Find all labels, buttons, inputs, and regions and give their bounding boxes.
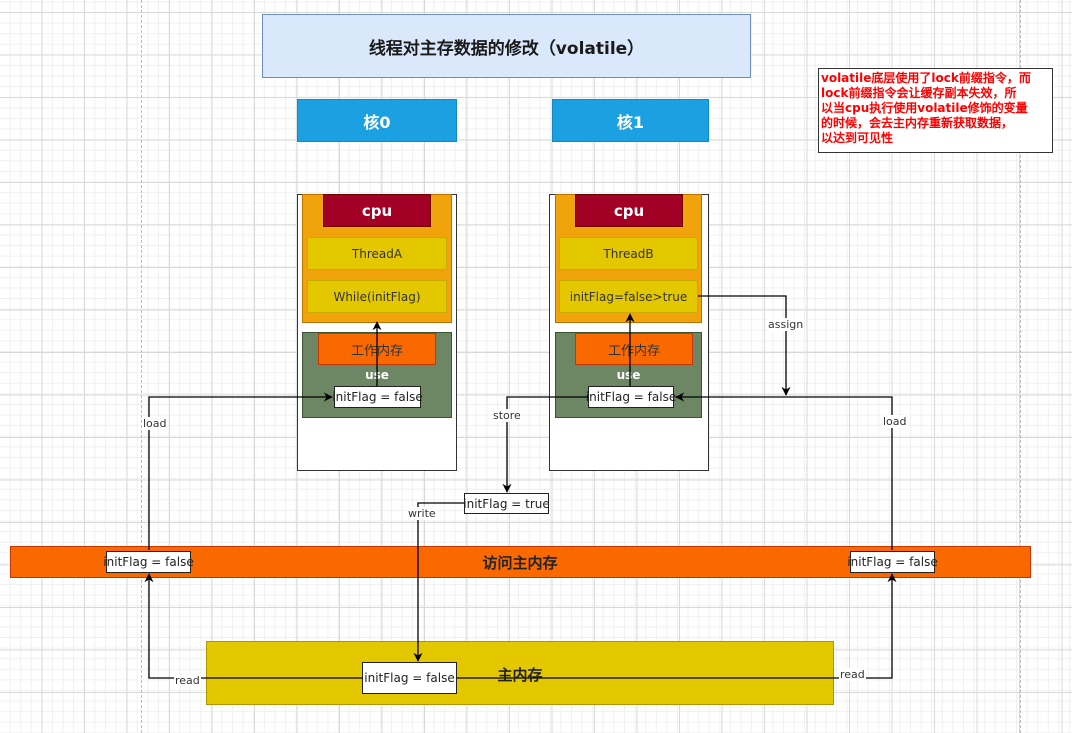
edge-label-store: store <box>492 409 522 422</box>
diagram-title-text: 线程对主存数据的修改（volatile） <box>368 38 645 59</box>
note-line: 以当cpu执行使用volatile修饰的变量 <box>821 101 1028 115</box>
core-0-cached-value[interactable]: initFlag = false <box>332 386 423 408</box>
edge-label-load-right: load <box>882 415 908 428</box>
core-0-thread[interactable]: ThreadA <box>307 237 447 270</box>
bus-label: 访问主内存 <box>482 553 558 572</box>
core-1-cpu[interactable]: cpu <box>575 194 683 227</box>
main-memory-value[interactable]: initFlag = false <box>362 662 457 694</box>
bus-left-value[interactable]: initFlag = false <box>103 551 194 573</box>
edge-label-read-left: read <box>174 674 201 687</box>
edge-assign <box>698 295 791 396</box>
main-memory-value-text: initFlag = false <box>364 671 455 685</box>
page-break-line-right <box>1020 0 1021 733</box>
core-1-statement[interactable]: initFlag=false>true <box>559 280 698 313</box>
bus-left-value-text: initFlag = false <box>103 555 194 569</box>
core-1-use-label: use <box>616 368 641 382</box>
core-0-cpu[interactable]: cpu <box>323 194 431 227</box>
core-0-header-text: 核0 <box>363 112 391 132</box>
diagram-title[interactable]: 线程对主存数据的修改（volatile） <box>262 14 751 78</box>
note-line: volatile底层使用了lock前缀指令，而 <box>821 71 1031 85</box>
core-1-thread[interactable]: ThreadB <box>559 237 698 270</box>
edge-label-read-right: read <box>839 668 866 681</box>
core-1-work-memory-label: 工作内存 <box>607 343 660 359</box>
note-line: 以达到可见性 <box>821 131 894 145</box>
core-0-work-memory-label: 工作内存 <box>350 343 403 359</box>
core-1-cached-value-text: initFlag = false <box>585 390 677 404</box>
main-memory-label: 主内存 <box>497 665 543 684</box>
core-1-header[interactable]: 核1 <box>552 99 709 142</box>
core-0-cpu-label: cpu <box>361 201 393 220</box>
note-line: lock前缀指令会让缓存副本失效，所 <box>821 86 1017 100</box>
core-0-thread-label: ThreadA <box>351 246 403 261</box>
core-1-thread-label: ThreadB <box>603 246 654 261</box>
edge-write <box>413 502 464 662</box>
core-1-header-text: 核1 <box>616 112 645 132</box>
page-break-line-left <box>141 0 142 733</box>
core-0-statement[interactable]: While(initFlag) <box>307 280 447 313</box>
edge-label-write: write <box>407 507 437 520</box>
core-1-cpu-label: cpu <box>613 201 645 220</box>
core-0-cached-value-text: initFlag = false <box>332 390 423 404</box>
core-0-work-memory-title[interactable]: 工作内存 <box>318 333 436 365</box>
bus-right-value[interactable]: initFlag = false <box>847 551 938 573</box>
edge-label-load-left: load <box>142 417 168 430</box>
store-value[interactable]: initFlag = true <box>463 493 550 514</box>
volatile-note[interactable]: volatile底层使用了lock前缀指令，而 lock前缀指令会让缓存副本失效… <box>818 68 1053 153</box>
core-0-header[interactable]: 核0 <box>297 99 457 142</box>
bus-right-value-text: initFlag = false <box>847 555 938 569</box>
core-1-cached-value[interactable]: initFlag = false <box>585 386 677 408</box>
core-0-use-label: use <box>365 368 389 382</box>
note-line: 的时候，会去主内存重新获取数据， <box>821 116 1014 130</box>
core-1-work-memory-title[interactable]: 工作内存 <box>575 333 693 365</box>
store-value-text: initFlag = true <box>463 496 550 511</box>
core-1-statement-label: initFlag=false>true <box>569 289 688 304</box>
edge-label-assign: assign <box>767 318 805 331</box>
core-0-statement-label: While(initFlag) <box>333 289 421 304</box>
